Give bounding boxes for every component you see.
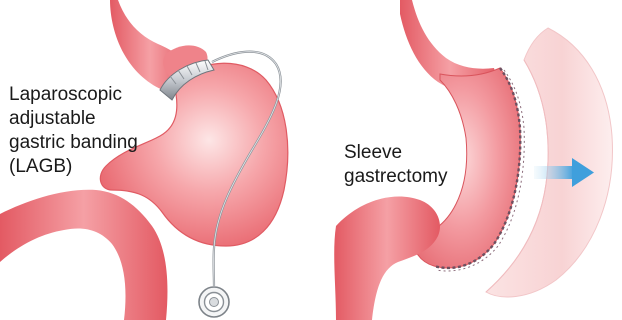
lagb-duodenum: [0, 190, 167, 320]
lagb-label: Laparoscopic adjustable gastric banding …: [9, 83, 138, 179]
lagb-label-line-4: (LAGB): [9, 155, 138, 179]
lagb-label-line-1: Laparoscopic: [9, 83, 138, 107]
lagb-label-line-2: adjustable: [9, 107, 138, 131]
sleeve-label: Sleeve gastrectomy: [344, 141, 447, 189]
sleeve-label-line-1: Sleeve: [344, 141, 447, 165]
lagb-label-line-3: gastric banding: [9, 131, 138, 155]
access-port: [199, 287, 229, 317]
sleeve-label-line-2: gastrectomy: [344, 165, 447, 189]
